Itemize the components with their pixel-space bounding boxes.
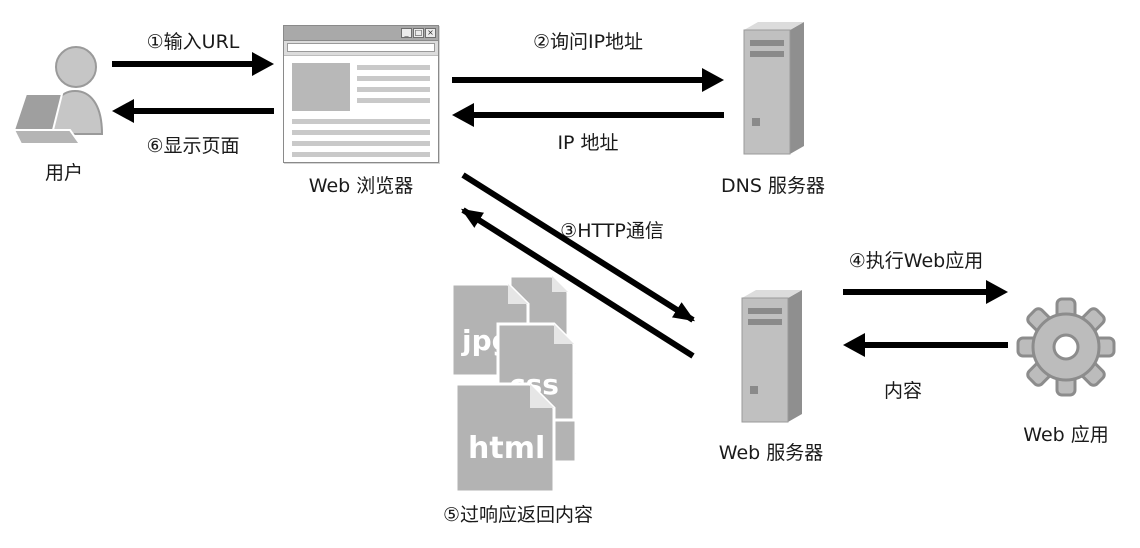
- edge-label-query-ip: ②询问IP地址: [532, 31, 644, 53]
- edge-label-ip-address: IP 地址: [557, 132, 619, 154]
- arrow-shaft: [861, 342, 1008, 348]
- arrow-input-url: [112, 52, 274, 76]
- arrowhead-right-icon: [252, 52, 274, 76]
- arrow-query-ip: [452, 68, 724, 92]
- content-text-lines-right: [357, 63, 430, 111]
- browser-titlebar: _ □ ×: [284, 26, 438, 41]
- browser-address-bar: [284, 41, 438, 56]
- window-controls: _ □ ×: [401, 28, 436, 38]
- address-input: [287, 43, 435, 52]
- content-image-placeholder: [292, 63, 350, 111]
- edge-label-http: ③HTTP通信: [560, 220, 664, 242]
- browser-window-icon: _ □ ×: [283, 25, 439, 163]
- user-label: 用户: [44, 162, 83, 184]
- html-doc-icon: html: [454, 382, 556, 494]
- doc-label-html: html: [468, 431, 545, 466]
- content-text-lines-bottom: [292, 119, 430, 157]
- arrow-shaft: [843, 289, 990, 295]
- arrow-shaft: [112, 61, 256, 67]
- arrowhead-left-icon: [843, 333, 865, 357]
- arrowhead-left-icon: [112, 99, 134, 123]
- maximize-icon: □: [413, 28, 424, 38]
- dns-server-icon: [743, 22, 804, 155]
- arrowhead-right-icon: [986, 280, 1008, 304]
- web-server-icon: [741, 290, 802, 423]
- dns-label: DNS 服务器: [721, 175, 825, 197]
- arrow-run-webapp: [843, 280, 1008, 304]
- edge-label-input-url: ①输入URL: [146, 31, 240, 53]
- arrow-content: [843, 333, 1008, 357]
- arrow-ip-address: [452, 103, 724, 127]
- web-app-gear-icon: [1016, 297, 1116, 397]
- arrow-shaft: [470, 112, 724, 118]
- user-icon: [12, 46, 104, 145]
- web-app-label: Web 应用: [1023, 424, 1109, 446]
- edge-label-display-page: ⑥显示页面: [146, 135, 240, 157]
- browser-label: Web 浏览器: [308, 175, 414, 197]
- files-caption: ⑤过响应返回内容: [442, 504, 594, 526]
- web-server-label: Web 服务器: [718, 442, 824, 464]
- arrow-shaft: [130, 108, 274, 114]
- arrowhead-right-icon: [702, 68, 724, 92]
- close-icon: ×: [425, 28, 436, 38]
- arrow-display-page: [112, 99, 274, 123]
- browser-content: [284, 56, 438, 162]
- arrowhead-left-icon: [452, 103, 474, 127]
- http-arrows-icon: [460, 172, 696, 359]
- minimize-icon: _: [401, 28, 412, 38]
- arrow-shaft: [452, 77, 706, 83]
- edge-label-content: 内容: [883, 380, 922, 402]
- edge-label-run-webapp: ④执行Web应用: [848, 250, 984, 272]
